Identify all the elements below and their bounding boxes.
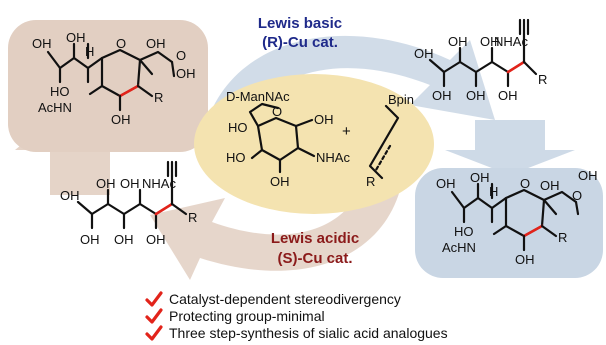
atom-label: OH [498,88,518,103]
atom-label: R [558,230,567,245]
atom-label: OH [114,232,134,247]
bpin-label: Bpin [388,92,414,107]
atom-label: OH [515,252,535,267]
atom-label: NHAc [316,150,350,165]
atom-label: OH [120,176,140,191]
open-chain-product-r: OH OH OH NHAc R OH OH OH [414,18,547,103]
highlight-text: Three step-synthesis of sialic acid anal… [169,324,448,341]
highlight-item: Three step-synthesis of sialic acid anal… [145,324,565,341]
atom-label: AcHN [442,240,476,255]
atom-label: AcHN [38,100,72,115]
atom-label: OH [96,176,116,191]
open-chain-product-s: OH OH OH NHAc R OH OH OH [60,160,197,247]
atom-label: R [366,174,375,189]
atom-label: NHAc [142,176,176,191]
starting-materials: D-ManNAc + HO O OH HO NHAc OH Bpin R [226,89,414,189]
atom-label: R [154,90,163,105]
atom-label: OH [466,88,486,103]
check-mark-icon [145,324,163,341]
check-mark-icon [145,307,163,324]
atom-label: HO [454,224,474,239]
top-curved-arrow [205,35,495,140]
atom-label: H [85,44,94,59]
atom-label: O [116,36,126,51]
check-mark-icon [145,290,163,307]
atom-label: OH [80,232,100,247]
atom-label: HO [226,150,246,165]
highlight-text: Protecting group-minimal [169,307,325,324]
atom-label: R [538,72,547,87]
atom-label: OH [270,174,290,189]
atom-label: HO [50,84,70,99]
bottom-curved-arrow [150,175,400,280]
atom-label: R [188,210,197,225]
atom-label: O [272,104,282,119]
atom-label: OH [480,34,500,49]
atom-label: OH [146,36,166,51]
atom-label: NHAc [494,34,528,49]
r-cu-catalyst-label: (R)-Cu cat. [262,34,338,51]
atom-label: OH [432,88,452,103]
s-cu-catalyst-label: (S)-Cu cat. [278,250,353,267]
lewis-acidic-label: Lewis acidic [271,230,359,247]
atom-label: OH [470,170,490,185]
atom-label: OH [448,34,468,49]
sialic-acid-analogue-s: OH OH H O OH OH O HO AcHN R OH [32,30,196,127]
atom-label: OH [414,46,434,61]
highlight-item: Catalyst-dependent stereodivergency [145,290,565,307]
atom-label: HO [228,120,248,135]
atom-label: H [489,184,498,199]
highlight-text: Catalyst-dependent stereodivergency [169,290,401,307]
atom-label: O [176,48,186,63]
atom-label: OH [540,178,560,193]
atom-label: OH [32,36,52,51]
atom-label: OH [111,112,131,127]
sugar-name-label: D-ManNAc [226,89,290,104]
atom-label: OH [436,176,456,191]
sialic-acid-analogue-r: OH OH H O OH OH O HO AcHN R OH [436,168,598,267]
atom-label: OH [176,66,196,81]
atom-label: OH [314,112,334,127]
atom-label: OH [66,30,86,45]
right-down-arrow [445,120,575,175]
plus-sign: + [342,123,351,140]
lewis-basic-label: Lewis basic [258,15,342,32]
atom-label: OH [60,188,80,203]
atom-label: O [520,176,530,191]
atom-label: O [572,188,582,203]
atom-label: OH [146,232,166,247]
atom-label: OH [578,168,598,183]
highlight-item: Protecting group-minimal [145,307,565,324]
highlights-list: Catalyst-dependent stereodivergency Prot… [145,290,565,341]
